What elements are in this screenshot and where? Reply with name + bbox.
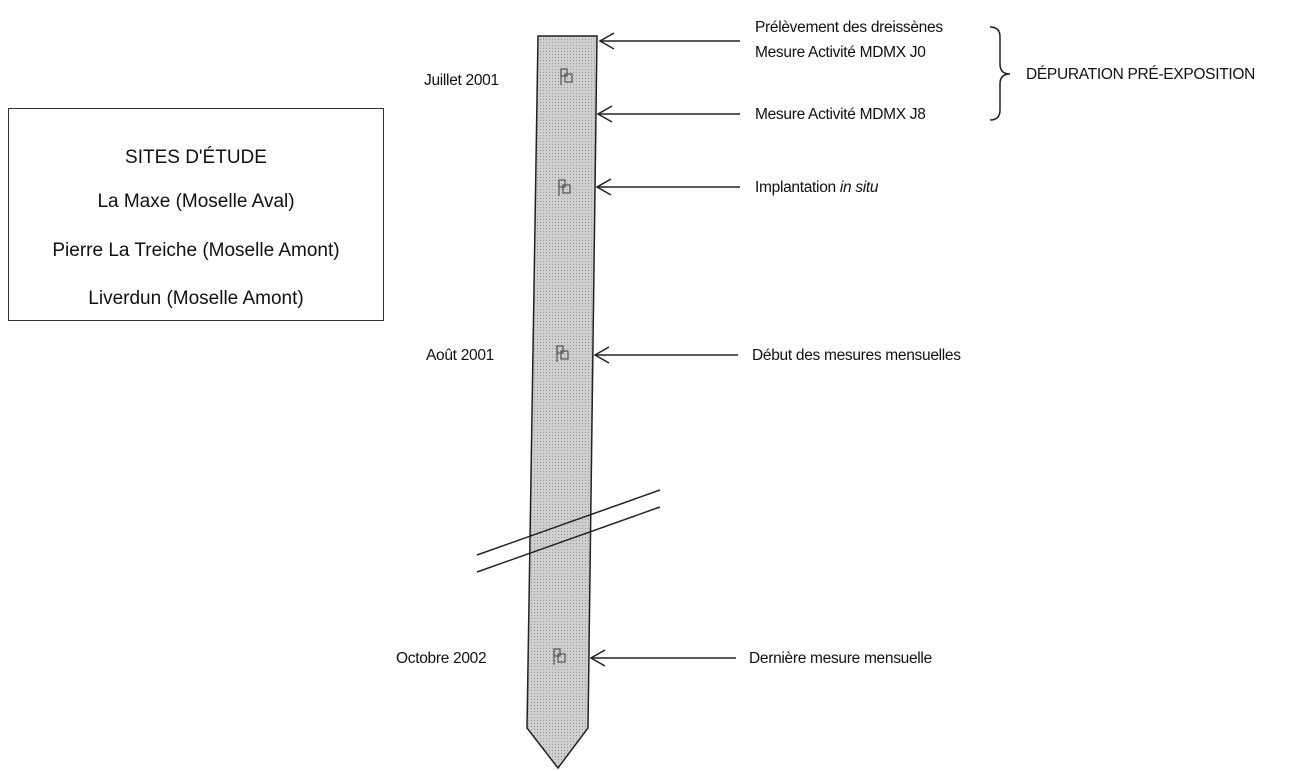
event-monthly-start: Début des mesures mensuelles [752, 347, 961, 364]
flag-icon [553, 648, 566, 665]
date-label-october: Octobre 2002 [396, 650, 487, 667]
event-collect: Prélèvement des dreissènes [755, 19, 943, 36]
arrow-monthly-start [593, 346, 738, 364]
event-monthly-last: Dernière mesure mensuelle [749, 650, 932, 667]
site-item: La Maxe (Moselle Aval) [97, 191, 295, 212]
timeline-bar [526, 35, 598, 770]
event-implantation: Implantation in situ [755, 179, 879, 197]
arrow-collect [598, 32, 740, 50]
date-label-july: Juillet 2001 [424, 72, 499, 89]
break-line-top [476, 489, 661, 556]
arrow-implant [595, 178, 740, 196]
arrow-measure-j8 [596, 105, 740, 123]
event-measure-j0: Mesure Activité MDMX J0 [755, 44, 926, 61]
site-item: Pierre La Treiche (Moselle Amont) [52, 240, 340, 261]
depuration-label: DÉPURATION PRÉ-EXPOSITION [1026, 66, 1256, 83]
break-line-bottom [476, 506, 661, 573]
sites-title: SITES D'ÉTUDE [125, 147, 267, 168]
flag-icon [556, 345, 569, 362]
flag-icon [558, 179, 571, 196]
event-measure-j8: Mesure Activité MDMX J8 [755, 106, 926, 123]
arrow-monthly-last [589, 649, 736, 667]
date-label-august: Août 2001 [426, 347, 494, 364]
study-sites-box: SITES D'ÉTUDE La Maxe (Moselle Aval) Pie… [8, 108, 384, 321]
site-item: Liverdun (Moselle Amont) [88, 288, 304, 309]
depuration-brace [989, 26, 1011, 121]
implant-text: Implantation [755, 179, 840, 196]
flag-icon [560, 68, 573, 85]
implant-italic-text: in situ [839, 179, 879, 196]
